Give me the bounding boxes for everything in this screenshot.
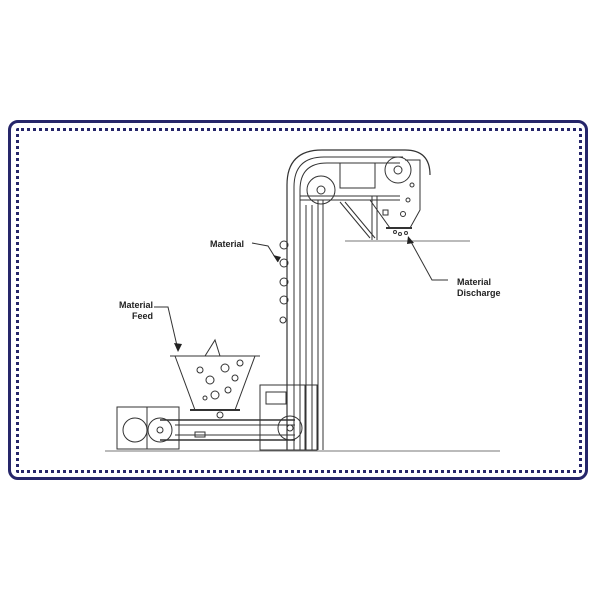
horizontal-conveyor xyxy=(116,384,318,451)
buckets xyxy=(279,240,289,324)
label-feed-line1: Material xyxy=(118,300,153,310)
outer-frame xyxy=(8,120,588,480)
discharge-head xyxy=(339,156,421,236)
feed-leader xyxy=(154,306,179,351)
feed-hopper xyxy=(170,338,260,419)
elevator-column xyxy=(286,149,431,450)
label-material: Material xyxy=(210,239,245,249)
discharge-leader xyxy=(409,239,448,281)
material-leader xyxy=(251,242,279,263)
label-material-discharge: Material Discharge xyxy=(457,277,501,299)
dotted-inner-frame xyxy=(16,128,582,473)
label-feed-line2: Feed xyxy=(131,311,153,321)
label-discharge-line1: Material xyxy=(457,277,492,287)
label-discharge-line2: Discharge xyxy=(457,288,501,298)
label-material-feed: Material Feed xyxy=(113,300,153,322)
